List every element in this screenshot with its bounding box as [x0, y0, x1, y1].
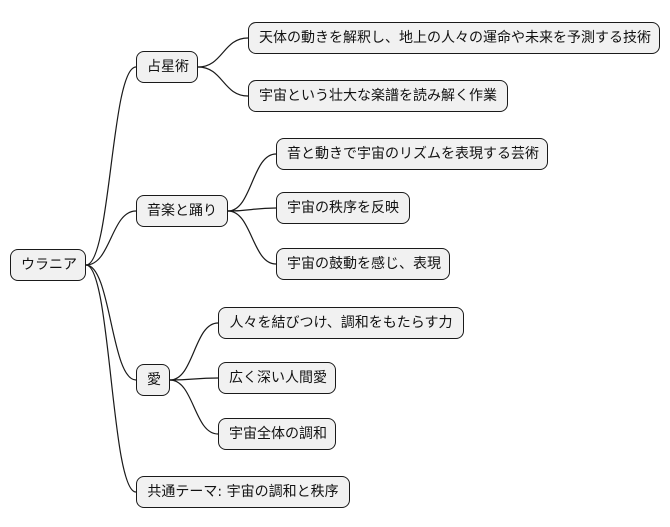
leaf-node: 音と動きで宇宙のリズムを表現する芸術 [276, 138, 548, 170]
connector-line [197, 37, 249, 68]
connector-line [169, 322, 219, 381]
leaf-node: 人々を結びつけ、調和をもたらす力 [218, 307, 464, 339]
connector-line [169, 377, 219, 381]
leaf-node: 広く深い人間愛 [218, 362, 336, 394]
branch-node-love: 愛 [136, 364, 170, 396]
branch-node-astrology: 占星術 [136, 51, 198, 83]
branch-node-common-theme: 共通テーマ: 宇宙の調和と秩序 [136, 476, 350, 508]
leaf-node: 宇宙全体の調和 [218, 418, 336, 450]
branch-node-music-dance: 音楽と踊り [136, 195, 228, 227]
connector-line [197, 66, 249, 97]
connector-line [227, 207, 277, 212]
leaf-node: 天体の動きを解釈し、地上の人々の運命や未来を予測する技術 [248, 22, 660, 54]
connector-line [85, 66, 137, 266]
root-node: ウラニア [10, 249, 86, 281]
leaf-node: 宇宙の秩序を反映 [276, 192, 410, 224]
leaf-node: 宇宙という壮大な楽譜を読み解く作業 [248, 80, 508, 112]
connector-line [85, 264, 137, 381]
connector-line [85, 210, 137, 266]
connector-line [227, 153, 277, 212]
connector-line [85, 264, 137, 493]
connector-line [227, 210, 277, 265]
connector-line [169, 379, 219, 435]
leaf-node: 宇宙の鼓動を感じ、表現 [276, 248, 450, 280]
